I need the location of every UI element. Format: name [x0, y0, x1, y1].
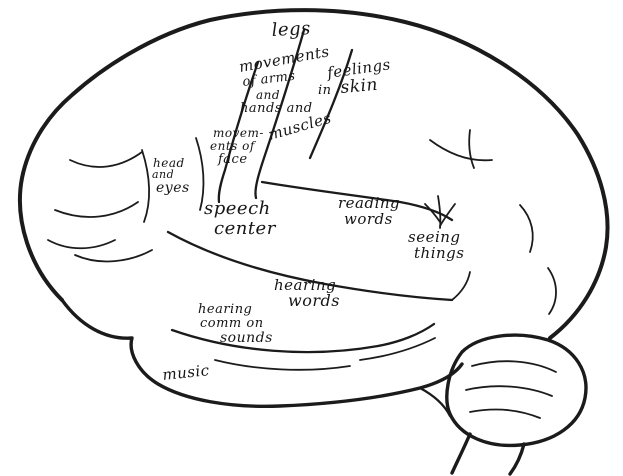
label-center: center: [214, 218, 277, 239]
sylvian-branch: [451, 271, 471, 301]
cerebellum-fold-3: [469, 408, 541, 419]
sylvian-fissure: [166, 230, 454, 302]
precentral-sulcus: [217, 60, 260, 204]
occipital-branch-left: [424, 203, 441, 223]
cerebellum-fold-2: [465, 385, 553, 397]
central-sulcus: [254, 28, 306, 200]
label-hearing-words: words: [288, 291, 340, 310]
parietal-sulcus-1: [429, 139, 493, 162]
label-ents-of: ents of: [210, 139, 257, 153]
frontal-sulcus-2: [69, 151, 143, 168]
frontal-sulcus-1: [54, 201, 139, 218]
label-hearing: hearing: [274, 276, 336, 294]
temporal-inner-line: [214, 359, 351, 371]
label-hearing-2: hearing: [198, 302, 252, 317]
parietal-sulcus-2: [468, 129, 475, 169]
eye-field-right-line: [195, 137, 205, 211]
label-head-and: and: [152, 168, 174, 181]
cerebellum-outline: [445, 333, 588, 448]
occipital-sulcus-1: [519, 204, 534, 253]
cerebrum-outline: [17, 8, 610, 340]
eye-field-left-line: [141, 149, 150, 223]
occipital-sulcus-2: [547, 267, 557, 315]
label-sounds: sounds: [220, 330, 273, 346]
label-eyes: eyes: [156, 180, 190, 196]
brain-stem-line-1: [508, 442, 526, 476]
label-reading-words: words: [344, 210, 393, 228]
label-seeing: seeing: [408, 228, 461, 246]
label-music: music: [162, 361, 211, 384]
label-movem: movem-: [213, 126, 264, 140]
superior-temporal-sulcus: [170, 322, 436, 354]
label-things: things: [414, 244, 464, 262]
occipital-branch-right: [439, 203, 456, 227]
label-face: face: [217, 152, 248, 167]
label-head: head: [153, 156, 185, 170]
cerebellum-fold-1: [471, 360, 557, 373]
frontal-sulcus-3: [47, 239, 116, 250]
temporal-inner-line-2: [359, 337, 436, 361]
brain-stem-line-2: [450, 432, 472, 475]
postcentral-sulcus: [308, 48, 354, 160]
label-skin: skin: [340, 75, 379, 98]
label-and: and: [256, 88, 280, 102]
label-in: in: [318, 83, 332, 98]
label-legs: legs: [271, 18, 311, 41]
intraparietal-sulcus: [260, 180, 454, 222]
frontal-sulcus-4: [74, 249, 153, 263]
label-speech: speech: [204, 198, 271, 219]
label-reading: reading: [338, 194, 400, 212]
label-comm-on: comm on: [200, 316, 264, 331]
label-hands-and: hands and: [240, 101, 313, 116]
label-of-arms: of arms: [242, 69, 297, 90]
